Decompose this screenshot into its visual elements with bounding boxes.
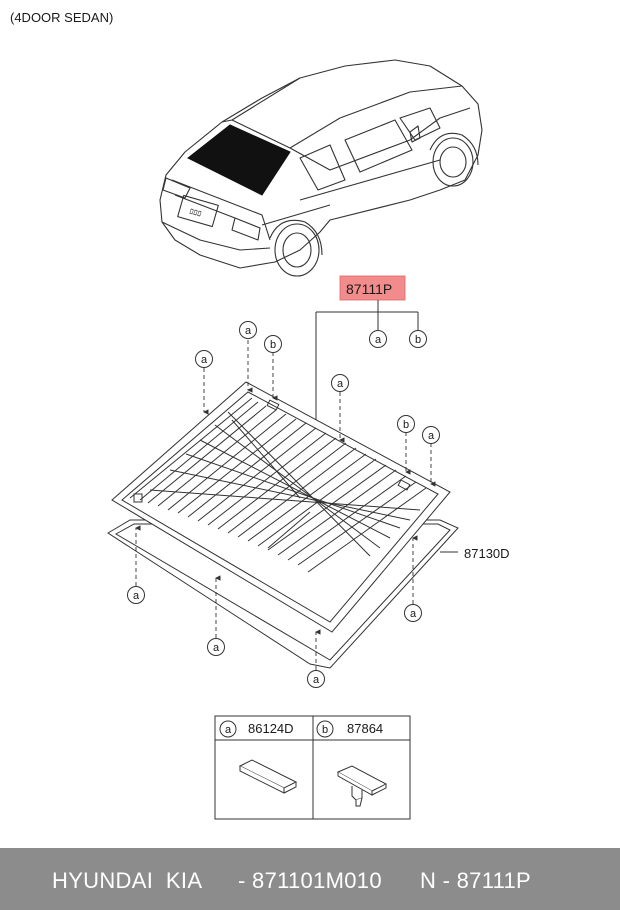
svg-text:ﾛﾛﾛ: ﾛﾛﾛ: [188, 207, 202, 219]
pad-part-drawing: [238, 759, 298, 794]
callout-a-bottom-right[interactable]: a: [404, 604, 422, 622]
callout-a-right[interactable]: a: [422, 426, 440, 444]
callouts: a a b a b a b a: [127, 321, 440, 688]
callout-b-top-mid[interactable]: b: [264, 335, 282, 353]
parts-diagram: (4DOOR SEDAN) ﾛﾛﾛ: [10, 10, 510, 820]
svg-text:b: b: [403, 419, 409, 431]
footer-reference: N - 87111P: [420, 868, 532, 893]
svg-text:b: b: [270, 339, 276, 351]
molding-part-number[interactable]: 87130D: [464, 546, 510, 561]
footer-brand: HYUNDAI KIA: [52, 868, 203, 893]
callout-a-top-mid[interactable]: a: [239, 321, 257, 339]
svg-text:a: a: [245, 325, 252, 337]
svg-text:a: a: [201, 354, 208, 366]
rear-glass-panel: [107, 381, 459, 669]
callout-a-bottom-left[interactable]: a: [127, 586, 145, 604]
rear-window-highlight: [187, 124, 291, 196]
svg-text:a: a: [410, 608, 417, 620]
svg-text:b: b: [322, 724, 328, 736]
callout-b-label-branch[interactable]: b: [409, 330, 427, 348]
sedan-note: (4DOOR SEDAN): [10, 10, 113, 25]
svg-text:a: a: [225, 724, 232, 736]
callout-a-top-left[interactable]: a: [195, 350, 213, 368]
footer-bar: HYUNDAI KIA - 871101M010 N - 87111P: [0, 848, 620, 910]
glass-assembly-part-number[interactable]: 87111P: [346, 281, 392, 297]
svg-text:a: a: [133, 590, 140, 602]
svg-text:a: a: [428, 430, 435, 442]
svg-text:a: a: [375, 334, 382, 346]
callout-a-bottom[interactable]: a: [307, 670, 325, 688]
legend-item-b[interactable]: b 87864: [316, 720, 383, 738]
svg-text:b: b: [415, 334, 421, 346]
legend-part-b: 87864: [347, 721, 383, 736]
callout-a-top-right[interactable]: a: [331, 374, 349, 392]
glass-assembly-label-bg[interactable]: [339, 275, 406, 301]
callout-b-right[interactable]: b: [397, 415, 415, 433]
legend-part-a: 86124D: [248, 721, 294, 736]
glass-assembly-leader: [315, 300, 419, 425]
svg-text:a: a: [313, 674, 320, 686]
footer-part-number: - 871101M010: [238, 868, 382, 893]
legend-table: a 86124D b 87864: [214, 715, 411, 820]
legend-item-a[interactable]: a 86124D: [219, 720, 294, 738]
callout-a-bottom-mid[interactable]: a: [207, 638, 225, 656]
svg-text:a: a: [213, 642, 220, 654]
callout-a-label-branch[interactable]: a: [369, 330, 387, 348]
clip-part-drawing: [336, 765, 388, 807]
car-illustration: ﾛﾛﾛ: [159, 59, 483, 277]
svg-text:a: a: [337, 378, 344, 390]
